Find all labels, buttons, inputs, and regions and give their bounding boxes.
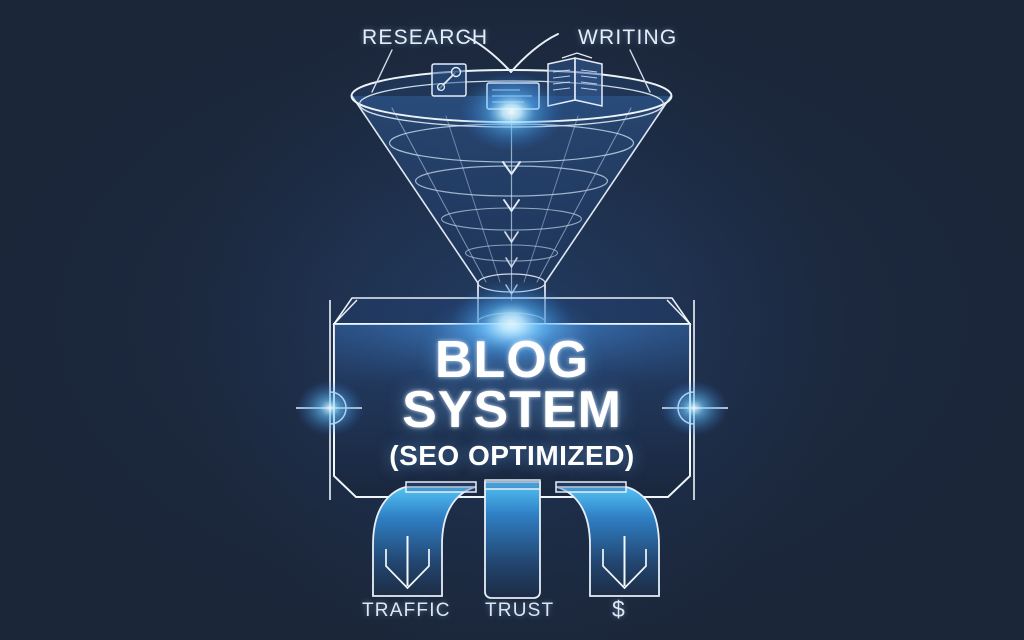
leader-line-research [371, 49, 393, 93]
input-label-writing: WRITING [578, 26, 678, 49]
chute-traffic-cap [405, 481, 477, 493]
system-box-group [296, 297, 728, 500]
chute-money-cap [555, 481, 627, 493]
funnel-guide [536, 107, 632, 283]
output-label-money: $ [612, 596, 626, 622]
output-label-trust: TRUST [485, 600, 555, 621]
leader-line-writing [629, 49, 651, 93]
v-converge-icon [464, 35, 512, 73]
chute-trust-cap [484, 479, 541, 490]
glow-layer [296, 70, 728, 436]
chart-window-icon [431, 63, 467, 97]
chute-trust-body [484, 481, 541, 599]
box-chamfer-top-right [666, 299, 691, 325]
output-chutes [372, 479, 660, 599]
arrow-down-icon [385, 536, 430, 590]
box-chamfer-top-left [333, 299, 358, 325]
chute-traffic-body [372, 486, 477, 597]
funnel-guide [523, 115, 579, 283]
output-label-traffic: TRAFFIC [362, 600, 451, 621]
box-top-center-glow [426, 296, 597, 364]
glow-node-left [296, 380, 364, 436]
glow-node-right [660, 380, 728, 436]
box-glow-wash [334, 324, 690, 430]
input-label-research: RESEARCH [362, 26, 489, 49]
funnel-guide [391, 107, 487, 283]
v-converge-icon [510, 33, 559, 73]
arrow-down-icon [602, 536, 647, 590]
funnel-guide [445, 115, 501, 283]
funnel-body-outline [351, 95, 672, 284]
